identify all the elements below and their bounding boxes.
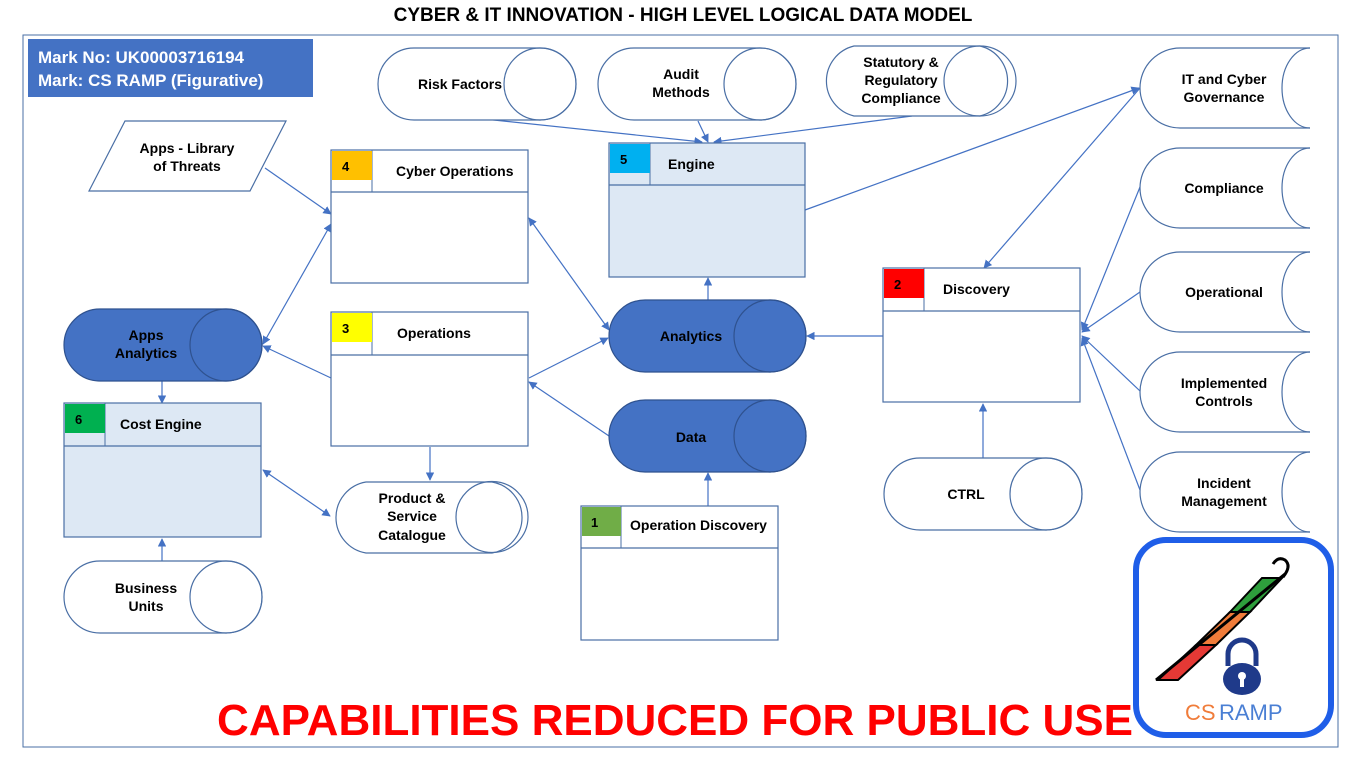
store-analytics: Analytics bbox=[608, 299, 807, 373]
svg-text:Audit: Audit bbox=[663, 66, 699, 82]
connector-appsanalytics-cyberops bbox=[262, 223, 332, 345]
public-use-banner: CAPABILITIES REDUCED FOR PUBLIC USE bbox=[217, 696, 1133, 745]
svg-text:Regulatory: Regulatory bbox=[864, 72, 937, 88]
svg-text:Apps: Apps bbox=[129, 327, 164, 343]
svg-text:Operations: Operations bbox=[397, 325, 471, 341]
svg-text:2: 2 bbox=[894, 277, 901, 292]
entity-cyber-operations: 4 Cyber Operations bbox=[330, 149, 529, 284]
svg-text:Incident: Incident bbox=[1197, 475, 1251, 491]
logo-text-ramp: RAMP bbox=[1219, 700, 1283, 725]
svg-text:4: 4 bbox=[342, 159, 350, 174]
svg-text:3: 3 bbox=[342, 321, 349, 336]
apps-library-of-threats: Apps - Library of Threats bbox=[88, 120, 287, 192]
svg-text:Management: Management bbox=[1181, 493, 1267, 509]
entity-number-badge bbox=[332, 313, 372, 342]
store-operational: Operational bbox=[1139, 251, 1311, 333]
connector-operations-appsanalytics bbox=[262, 345, 332, 379]
connector-operational-discovery bbox=[1081, 291, 1141, 333]
entity-number-badge bbox=[65, 404, 105, 433]
entity-number-badge bbox=[332, 151, 372, 180]
connector-statutory-engine bbox=[713, 115, 913, 146]
store-business-units: Business Units bbox=[63, 560, 263, 634]
svg-text:Apps - Library: Apps - Library bbox=[140, 140, 235, 156]
svg-text:Discovery: Discovery bbox=[943, 281, 1010, 297]
connector-controls-discovery bbox=[1081, 335, 1141, 392]
ramp-icon bbox=[1155, 557, 1290, 682]
connectors bbox=[157, 86, 1141, 561]
entity-number-badge bbox=[582, 507, 621, 536]
logo-text-cs: CS bbox=[1185, 700, 1216, 725]
svg-text:Product &: Product & bbox=[379, 490, 446, 506]
mark-number: Mark No: UK00003716194 bbox=[38, 48, 245, 67]
store-apps-analytics: Apps Analytics bbox=[63, 308, 263, 382]
entity-cost-engine: 6 Cost Engine bbox=[63, 402, 262, 538]
svg-text:Catalogue: Catalogue bbox=[378, 527, 446, 543]
entity-operations: 3 Operations bbox=[330, 311, 529, 447]
connector-operations-analytics bbox=[528, 337, 609, 379]
svg-text:Operation Discovery: Operation Discovery bbox=[630, 517, 767, 533]
svg-text:Operational: Operational bbox=[1185, 284, 1263, 300]
svg-text:Statutory &: Statutory & bbox=[863, 54, 938, 70]
store-product-catalogue: Product & Service Catalogue bbox=[335, 480, 529, 554]
svg-text:5: 5 bbox=[620, 152, 627, 167]
connector-compliance-discovery bbox=[1080, 186, 1141, 331]
entity-engine: 5 Engine bbox=[608, 142, 806, 278]
connector-analytics-cyberops bbox=[528, 217, 610, 331]
svg-text:Data: Data bbox=[676, 429, 707, 445]
store-implemented-controls: Implemented Controls bbox=[1139, 351, 1311, 433]
store-risk-factors: Risk Factors bbox=[377, 47, 577, 121]
entity-number-badge bbox=[884, 269, 924, 298]
svg-text:Business: Business bbox=[115, 580, 177, 596]
store-compliance: Compliance bbox=[1139, 147, 1311, 229]
store-data: Data bbox=[608, 399, 807, 473]
svg-text:Methods: Methods bbox=[652, 84, 710, 100]
svg-text:6: 6 bbox=[75, 412, 82, 427]
svg-text:Analytics: Analytics bbox=[660, 328, 722, 344]
cs-ramp-logo: CS RAMP bbox=[1133, 537, 1334, 738]
connector-governance-discovery bbox=[983, 87, 1141, 269]
mark-name: Mark: CS RAMP (Figurative) bbox=[38, 71, 263, 90]
svg-text:Service: Service bbox=[387, 508, 437, 524]
svg-text:IT and Cyber: IT and Cyber bbox=[1182, 71, 1267, 87]
store-incident-management: Incident Management bbox=[1139, 451, 1311, 533]
store-statutory-compliance: Statutory & Regulatory Compliance bbox=[825, 45, 1017, 117]
connector-incident-discovery bbox=[1080, 337, 1141, 491]
svg-text:Implemented: Implemented bbox=[1181, 375, 1267, 391]
diagram-frame bbox=[22, 34, 1339, 748]
connector-library-cyberops bbox=[264, 167, 332, 215]
svg-text:Controls: Controls bbox=[1195, 393, 1253, 409]
svg-text:Compliance: Compliance bbox=[1184, 180, 1264, 196]
entity-number-badge bbox=[610, 144, 650, 173]
store-ctrl: CTRL bbox=[883, 457, 1083, 531]
connector-engine-governance bbox=[804, 86, 1140, 211]
store-audit-methods: Audit Methods bbox=[597, 47, 797, 121]
connector-audit-engine bbox=[697, 120, 709, 143]
entity-operation-discovery: 1 Operation Discovery bbox=[580, 505, 779, 641]
entity-discovery: 2 Discovery bbox=[882, 267, 1081, 403]
svg-text:Analytics: Analytics bbox=[115, 345, 177, 361]
svg-text:Compliance: Compliance bbox=[861, 90, 941, 106]
svg-text:Risk Factors: Risk Factors bbox=[418, 76, 502, 92]
svg-text:Cyber Operations: Cyber Operations bbox=[396, 163, 514, 179]
connector-data-operations bbox=[528, 381, 610, 437]
svg-text:of Threats: of Threats bbox=[153, 158, 221, 174]
padlock-icon bbox=[1223, 637, 1261, 695]
svg-text:Governance: Governance bbox=[1184, 89, 1265, 105]
connector-risk-engine bbox=[474, 117, 703, 146]
svg-text:1: 1 bbox=[591, 515, 598, 530]
trademark-box: Mark No: UK00003716194 Mark: CS RAMP (Fi… bbox=[28, 39, 313, 97]
svg-text:Cost Engine: Cost Engine bbox=[120, 416, 202, 432]
store-it-cyber-governance: IT and Cyber Governance bbox=[1139, 47, 1311, 129]
page-title: CYBER & IT INNOVATION - HIGH LEVEL LOGIC… bbox=[394, 5, 973, 26]
svg-text:Units: Units bbox=[129, 598, 164, 614]
svg-text:Engine: Engine bbox=[668, 156, 715, 172]
svg-text:CTRL: CTRL bbox=[947, 486, 985, 502]
connector-catalogue-cost bbox=[262, 469, 331, 517]
